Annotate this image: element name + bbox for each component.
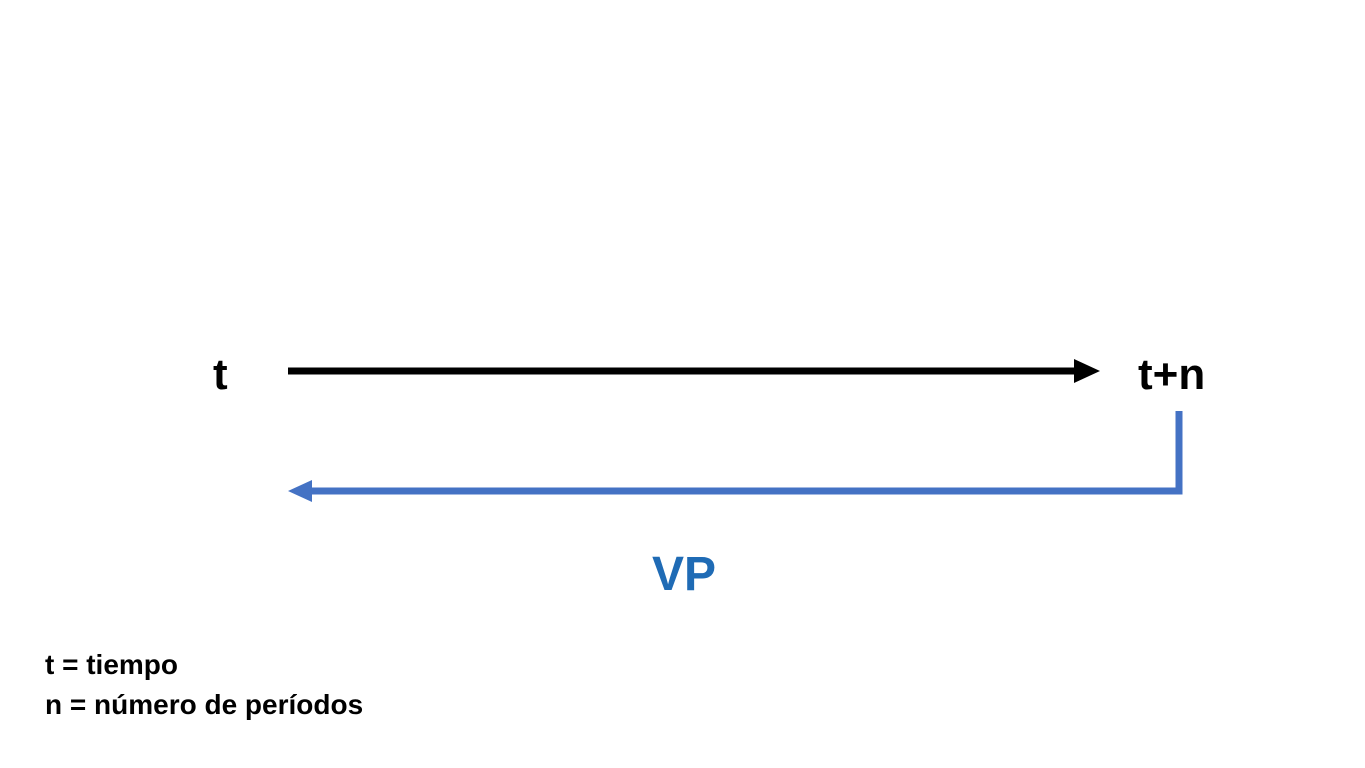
legend: t = tiempo n = número de períodos xyxy=(45,645,363,725)
legend-item-periods: n = número de períodos xyxy=(45,689,364,720)
present-value-label: VP xyxy=(652,548,717,601)
forward-arrow-head xyxy=(1074,359,1100,383)
legend-item-time: t = tiempo xyxy=(45,649,179,680)
return-arrow xyxy=(310,411,1183,495)
start-time-label: t xyxy=(213,350,228,399)
return-arrow-head xyxy=(288,480,312,502)
end-time-label: t+n xyxy=(1138,350,1206,399)
